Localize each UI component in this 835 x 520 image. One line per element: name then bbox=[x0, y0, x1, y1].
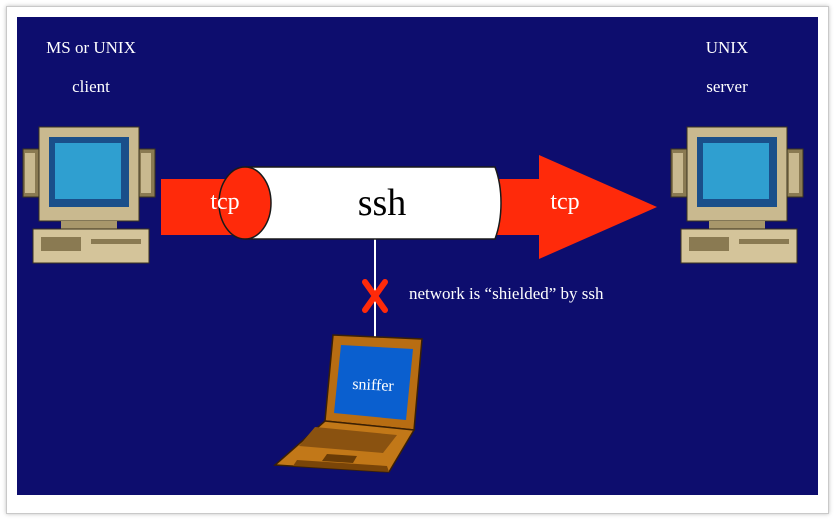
shielded-caption: network is “shielded” by ssh bbox=[409, 284, 604, 303]
left-tcp-label: tcp bbox=[210, 189, 240, 215]
server-computer-icon bbox=[670, 126, 804, 264]
right-tcp-arrow bbox=[495, 155, 657, 259]
client-label-line1: MS or UNIX bbox=[46, 38, 136, 57]
diagram-slide: MS or UNIX client UNIX server bbox=[17, 17, 818, 495]
client-label-line2: client bbox=[72, 77, 110, 96]
right-tcp-label: tcp bbox=[550, 189, 580, 215]
sniffer-label: sniffer bbox=[351, 375, 395, 396]
server-label-line1: UNIX bbox=[705, 38, 749, 57]
diagram-graphics bbox=[22, 126, 804, 473]
client-computer-icon bbox=[22, 126, 156, 264]
server-label-line2: server bbox=[706, 77, 748, 96]
sniffer-laptop-icon bbox=[273, 334, 423, 473]
ssh-tunnel-label: ssh bbox=[357, 182, 407, 224]
blocked-x-icon bbox=[362, 279, 388, 313]
ssh-tunnel bbox=[218, 166, 502, 240]
